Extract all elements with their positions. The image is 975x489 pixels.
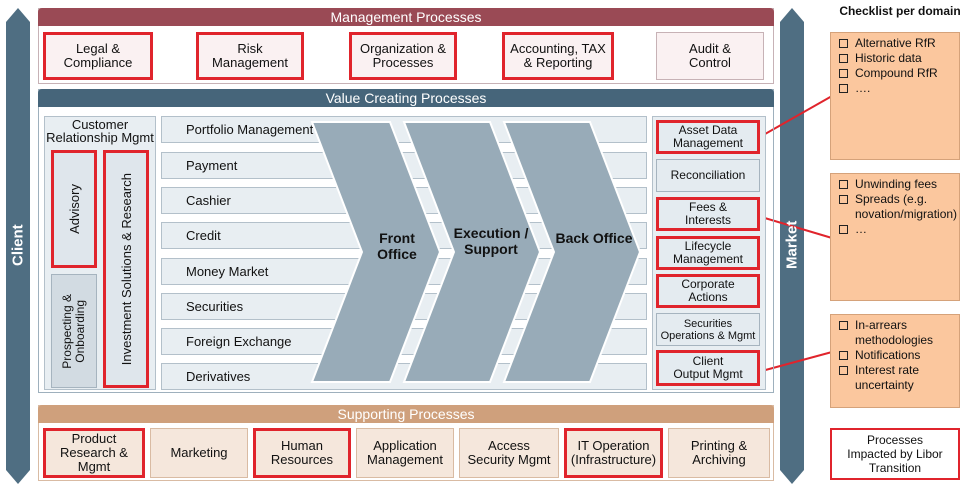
checklist-item: Compound RfR	[837, 66, 955, 81]
checklist-item: Historic data	[837, 51, 955, 66]
advisory-label: Advisory	[66, 184, 82, 234]
securities-operations-box: Securities Operations & Mgmt	[656, 313, 760, 346]
mgmt-box-legal: Legal & Compliance	[43, 32, 153, 80]
checklist-title: Checklist per domain	[839, 4, 961, 18]
prospecting-box: Prospecting & Onboarding	[51, 274, 97, 388]
process-chevrons	[310, 121, 642, 383]
investment-box: Investment Solutions & Research	[103, 150, 149, 388]
sup-box-printing-archiving: Printing & Archiving	[668, 428, 770, 478]
prospecting-label: Prospecting & Onboarding	[60, 293, 87, 369]
checklist-note-2: Unwinding fees Spreads (e.g. novation/mi…	[830, 173, 960, 301]
connector-line	[757, 215, 833, 239]
client-output-mgmt-box: Client Output Mgmt	[656, 350, 760, 386]
crm-title: Customer Relationship Mgmt	[46, 117, 154, 145]
sup-box-it-operation: IT Operation (Infrastructure)	[564, 428, 663, 478]
checklist-item: Notifications	[837, 348, 955, 363]
mgmt-box-accounting: Accounting, TAX & Reporting	[502, 32, 614, 80]
sup-box-product-research: Product Research & Mgmt	[43, 428, 145, 478]
mgmt-box-audit: Audit & Control	[656, 32, 764, 80]
chevron-execution-support	[402, 121, 542, 383]
chevron-front-office	[310, 121, 442, 383]
mgmt-box-risk: Risk Management	[196, 32, 304, 80]
connector-line	[757, 351, 833, 373]
checklist-item: In-arrears methodologies	[837, 318, 955, 348]
lifecycle-management-box: Lifecycle Management	[656, 236, 760, 270]
reconciliation-box: Reconciliation	[656, 159, 760, 192]
sup-box-human-resources: Human Resources	[253, 428, 351, 478]
legend-box: Processes Impacted by Libor Transition	[830, 428, 960, 480]
client-arrow	[6, 8, 30, 484]
checklist-item: Spreads (e.g. novation/migration)	[837, 192, 957, 222]
checklist-item: Interest rate uncertainty	[837, 363, 955, 393]
advisory-box: Advisory	[51, 150, 97, 268]
checklist-item: Unwinding fees	[837, 177, 955, 192]
checklist-item: Alternative RfR	[837, 36, 955, 51]
back-office-label: Back Office	[555, 230, 633, 246]
corporate-actions-box: Corporate Actions	[656, 274, 760, 308]
checklist-item: ….	[837, 81, 955, 96]
mgmt-box-organization: Organization & Processes	[349, 32, 457, 80]
execution-support-label: Execution / Support	[453, 225, 529, 257]
market-label: Market	[783, 220, 801, 270]
checklist-note-3: In-arrears methodologies Notifications I…	[830, 314, 960, 408]
asset-data-management-box: Asset Data Management	[656, 120, 760, 154]
sup-box-access-security: Access Security Mgmt	[459, 428, 559, 478]
front-office-label: Front Office	[377, 230, 417, 262]
value-title: Value Creating Processes	[38, 89, 774, 107]
sup-box-marketing: Marketing	[150, 428, 248, 478]
supporting-title: Supporting Processes	[38, 405, 774, 423]
checklist-note-1: Alternative RfR Historic data Compound R…	[830, 32, 960, 160]
fees-interests-box: Fees & Interests	[656, 197, 760, 231]
sup-box-application-management: Application Management	[356, 428, 454, 478]
client-label: Client	[9, 224, 27, 266]
management-title: Management Processes	[38, 8, 774, 26]
investment-label: Investment Solutions & Research	[118, 172, 134, 366]
chevron-back-office	[502, 121, 642, 383]
checklist-item: …	[837, 222, 955, 237]
connector-line	[757, 95, 833, 139]
